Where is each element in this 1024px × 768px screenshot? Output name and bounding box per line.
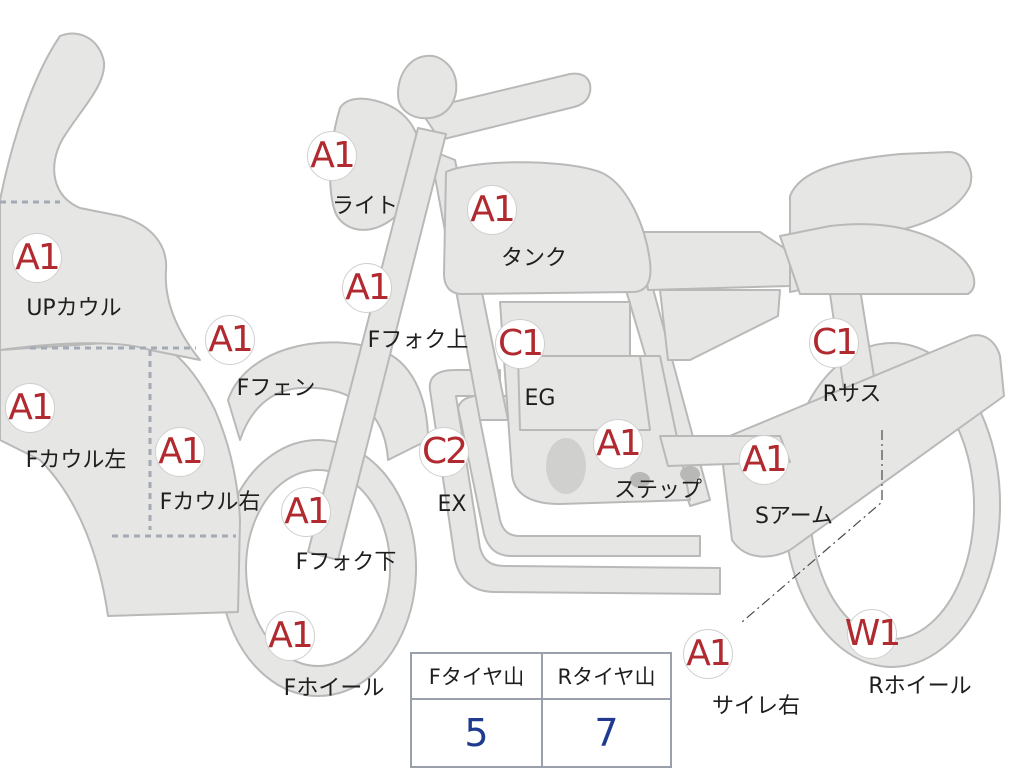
exhaust-outer-shape [428, 369, 721, 595]
upper-cowl-grade-marker: A1 [12, 233, 62, 283]
front-cowl-right-label: Fカウル右 [159, 490, 261, 515]
tail-frame-shape [659, 289, 781, 361]
upper-cowl-label: UPカウル [26, 296, 122, 321]
exhaust-label: EX [437, 492, 467, 517]
engine-grade-marker: C1 [495, 319, 545, 369]
front-fork-upper-grade-text: A1 [345, 267, 391, 308]
step-grade-marker: A1 [593, 419, 643, 469]
tank-grade-text: A1 [470, 189, 516, 230]
rear-suspension-grade-marker: C1 [809, 318, 859, 368]
rear-wheel-grade-marker: W1 [844, 609, 901, 659]
panel-divider-lines [0, 200, 236, 538]
silencer-right-grade-text: A1 [686, 633, 732, 674]
step-grade-text: A1 [596, 423, 642, 464]
front-tread-value: 5 [464, 711, 489, 755]
rear-suspension-label: Rサス [822, 382, 882, 407]
tank-grade-marker: A1 [467, 185, 517, 235]
engine-label: EG [524, 386, 556, 411]
silencer-leader-line [741, 430, 883, 623]
front-cowl-left-grade-marker: A1 [5, 383, 55, 433]
swing-arm-grade-text: A1 [742, 439, 788, 480]
swing-arm-grade-marker: A1 [739, 435, 789, 485]
rear-wheel-label: Rホイール [868, 674, 972, 699]
front-wheel-grade-marker: A1 [265, 611, 315, 661]
front-fork-lower-grade-marker: A1 [281, 487, 331, 537]
tire-tread-table: Fタイヤ山 Rタイヤ山 5 7 [410, 652, 672, 768]
silencer-right-grade-marker: A1 [683, 629, 733, 679]
front-fender-grade-text: A1 [208, 319, 254, 360]
swing-arm-label: Sアーム [755, 504, 833, 529]
front-fork-shape [307, 127, 447, 561]
front-wheel-label: Fホイール [283, 676, 385, 701]
engine-case-circle [546, 438, 586, 494]
front-fork-lower-label: Fフォク下 [295, 550, 397, 575]
upper-cowl-grade-text: A1 [15, 237, 61, 278]
bike-parts [0, 32, 1005, 697]
handlebar-shape [419, 72, 592, 141]
swing-arm-shape [719, 334, 1005, 558]
exhaust-grade-text: C2 [421, 431, 468, 472]
rear-suspension-grade-text: C1 [811, 322, 858, 363]
front-tread-header: Fタイヤ山 [412, 654, 541, 700]
exhaust-grade-marker: C2 [419, 427, 469, 477]
front-cowl-side-shape [0, 339, 241, 617]
engine-grade-text: C1 [497, 323, 544, 364]
front-cowl-left-grade-text: A1 [8, 387, 54, 428]
front-fork-lower-grade-text: A1 [284, 491, 330, 532]
front-cowl-right-grade-marker: A1 [155, 427, 205, 477]
light-label: ライト [331, 194, 399, 219]
step-peg-b [680, 466, 700, 482]
rear-tread-value: 7 [541, 700, 670, 766]
tail-cowl-shape [779, 223, 976, 295]
engine-cover-shape [517, 355, 651, 431]
step-label: ステップ [613, 478, 703, 503]
light-grade-text: A1 [310, 135, 356, 176]
front-cowl-right-grade-text: A1 [158, 431, 204, 472]
rear-tread-header: Rタイヤ山 [541, 654, 670, 700]
front-cowl-left-label: Fカウル左 [25, 448, 127, 473]
front-fender-grade-marker: A1 [205, 315, 255, 365]
front-fork-upper-label: Fフォク上 [367, 328, 469, 353]
silencer-right-label: サイレ右 [711, 694, 801, 719]
front-fender-label: Fフェン [236, 376, 316, 401]
tank-label: タンク [500, 246, 568, 271]
front-fork-upper-grade-marker: A1 [342, 263, 392, 313]
rear-wheel-grade-text: W1 [844, 613, 901, 654]
step-peg-a [630, 472, 650, 488]
front-wheel-grade-text: A1 [268, 615, 314, 656]
side-cover-shape [639, 231, 791, 291]
light-grade-marker: A1 [307, 131, 357, 181]
mirror-shape [397, 54, 458, 120]
